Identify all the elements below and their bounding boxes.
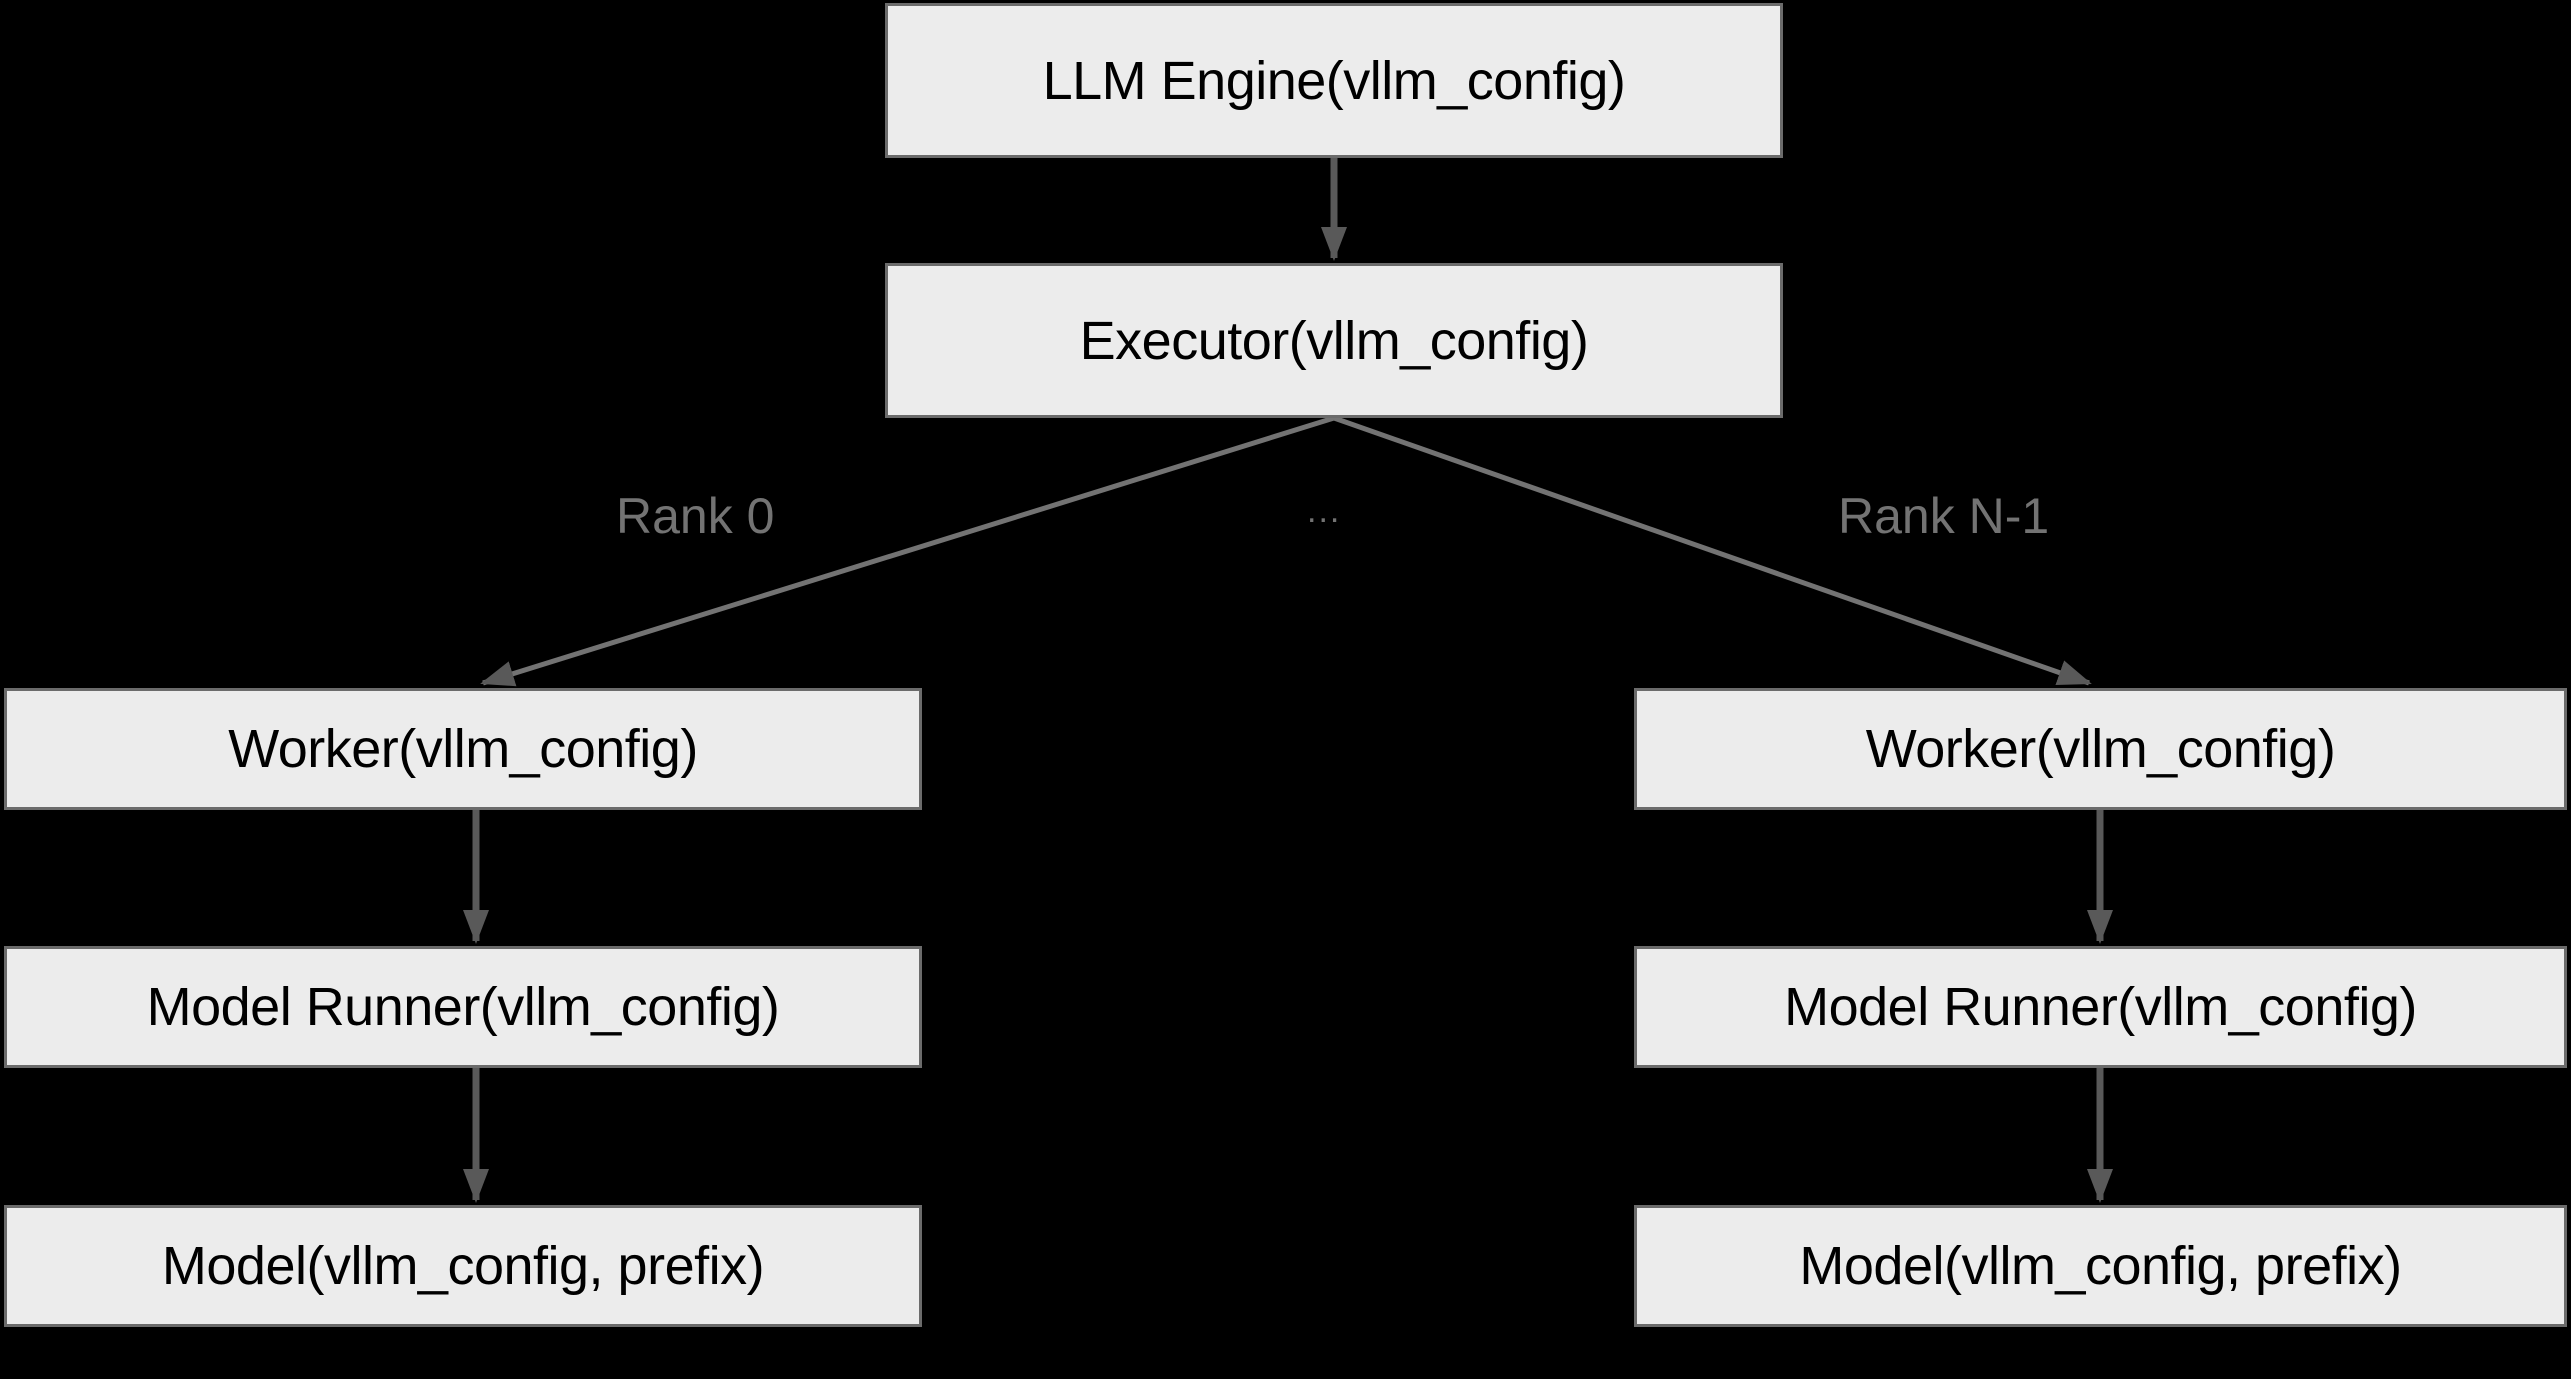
node-model-rank-0[interactable]: Model(vllm_config, prefix) [4, 1205, 922, 1327]
node-worker-rank-n[interactable]: Worker(vllm_config) [1634, 688, 2567, 810]
node-model-runner-rank-0[interactable]: Model Runner(vllm_config) [4, 946, 922, 1068]
edge-label-ellipsis: ... [1307, 492, 1342, 530]
edge-label-rank-0: Rank 0 [616, 488, 775, 544]
node-executor[interactable]: Executor(vllm_config) [885, 263, 1783, 418]
node-model-runner-rank-n[interactable]: Model Runner(vllm_config) [1634, 946, 2567, 1068]
edge-executor-to-worker-rank-0 [480, 415, 1335, 687]
node-worker-rank-0[interactable]: Worker(vllm_config) [4, 688, 922, 810]
edge-label-rank-n-minus-1: Rank N-1 [1838, 488, 2050, 544]
node-model-rank-n[interactable]: Model(vllm_config, prefix) [1634, 1205, 2567, 1327]
node-llm-engine[interactable]: LLM Engine(vllm_config) [885, 3, 1783, 158]
edge-executor-to-worker-rank-n [1333, 415, 2092, 686]
